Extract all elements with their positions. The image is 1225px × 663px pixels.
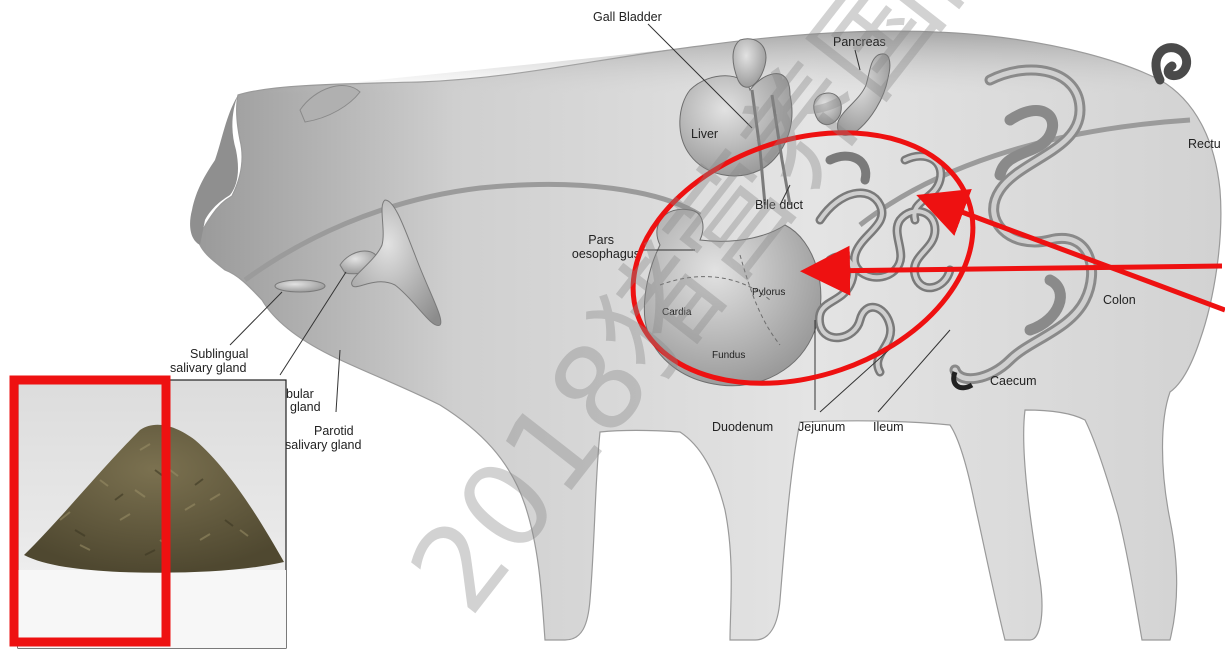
feed-pellet-photo [18,380,286,648]
label-sublingual: Sublingual [190,347,248,361]
label-sublingual-2: salivary gland [170,361,246,375]
sublingual-gland [275,280,325,292]
label-mandibular-2: gland [290,400,321,414]
label-gall-bladder: Gall Bladder [593,10,662,24]
label-duodenum: Duodenum [712,420,773,434]
label-colon: Colon [1103,293,1136,307]
label-rectum: Rectu [1188,137,1221,151]
label-pars: Pars [588,233,614,247]
label-parotid: Parotid [314,424,354,438]
label-parotid-2: salivary gland [285,438,361,452]
label-fundus: Fundus [712,350,745,361]
label-mandibular: bular [286,387,314,401]
label-jejunum: Jejunum [798,420,845,434]
label-ileum: Ileum [873,420,904,434]
label-caecum: Caecum [990,374,1037,388]
tail-icon [1156,48,1187,80]
